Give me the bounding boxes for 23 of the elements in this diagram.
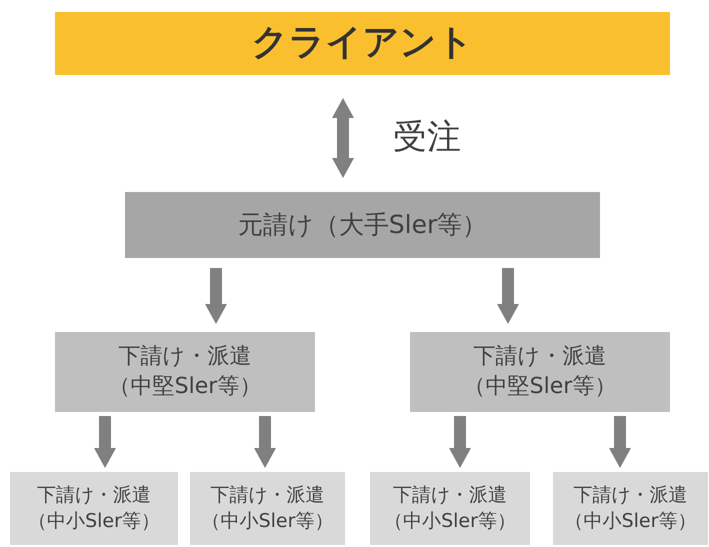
arrow [449, 416, 471, 468]
arrow [205, 268, 227, 324]
arrow [332, 98, 354, 178]
node-label: 下請け・派遣（中堅Sler等） [462, 343, 618, 401]
subcontractor-box [190, 472, 345, 545]
node-label: 下請け・派遣（中小Sler等） [383, 482, 517, 534]
subcontractor-box [55, 332, 315, 412]
subcontractor-box [10, 472, 178, 545]
arrow [609, 416, 631, 468]
arrow [497, 268, 519, 324]
node-label: クライアント [252, 21, 474, 66]
node-label: 元請け（大手Sler等） [238, 209, 488, 242]
node-label: 下請け・派遣（中小Sler等） [200, 482, 334, 534]
subcontractor-box [370, 472, 530, 545]
subcontractor-box [410, 332, 670, 412]
node-label: 下請け・派遣（中小Sler等） [27, 482, 161, 534]
arrow [94, 416, 116, 468]
subcontractor-box [553, 472, 708, 545]
contractor-box [125, 192, 600, 258]
arrow [254, 416, 276, 468]
client-box [55, 12, 670, 75]
node-label: 下請け・派遣（中堅Sler等） [108, 343, 262, 401]
node-label: 下請け・派遣（中小Sler等） [564, 482, 698, 534]
